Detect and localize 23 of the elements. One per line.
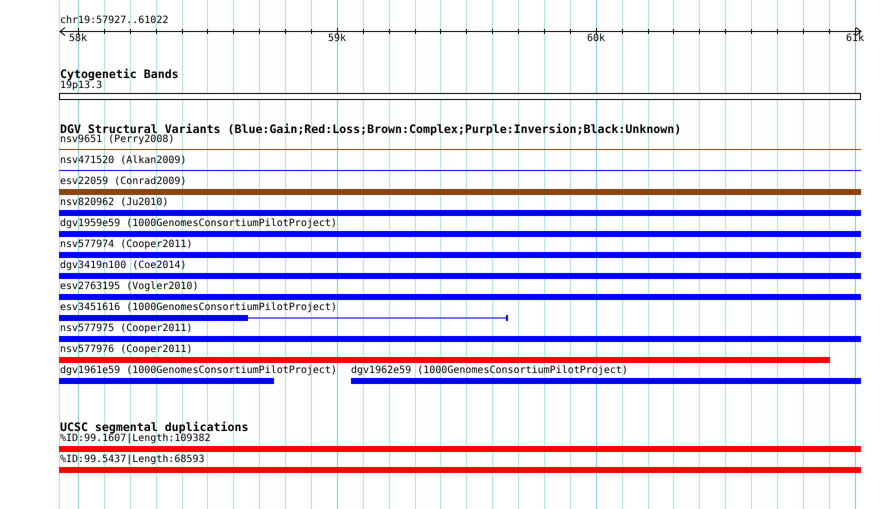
tick-label: 61k xyxy=(846,33,864,46)
track-title: UCSC segmental duplications xyxy=(60,420,248,434)
feature-label: dgv3419n100 (Coe2014) xyxy=(60,260,186,272)
feature-label: nsv820962 (Ju2010) xyxy=(60,196,168,209)
feature-label: nsv577974 (Cooper2011) xyxy=(60,238,192,251)
tick-label: 58k xyxy=(69,33,88,46)
feature-label: dgv1959e59 (1000GenomesConsortiumPilotProject) xyxy=(60,218,337,230)
track-title: Cytogenetic Bands xyxy=(60,66,179,81)
feature-label: 19p13.3 xyxy=(60,80,102,92)
tick-label: 59k xyxy=(328,33,346,46)
coordinate-label: chr19:57927..61022 xyxy=(60,14,168,27)
feature-label: nsv577975 (Cooper2011) xyxy=(60,322,192,335)
feature-label: esv3451616 (1000GenomesConsortiumPilotProject) xyxy=(60,302,337,314)
feature-label: %ID:99.5437|Length:68593 xyxy=(60,454,204,466)
feature-label: nsv471520 (Alkan2009) xyxy=(60,154,186,167)
feature-label: nsv9651 (Perry2008) xyxy=(60,134,174,146)
tick-label: 60k xyxy=(587,33,606,46)
feature-label: dgv1962e59 (1000GenomesConsortiumPilotProject) xyxy=(351,364,628,377)
feature-label: %ID:99.1607|Length:109382 xyxy=(60,433,211,446)
feature-label: esv2763195 (Vogler2010) xyxy=(60,280,198,293)
feature-label: dgv1961e59 (1000GenomesConsortiumPilotProject) xyxy=(60,364,337,377)
feature-label: nsv577976 (Cooper2011) xyxy=(60,344,192,356)
feature-label: esv22059 (Conrad2009) xyxy=(60,176,186,188)
